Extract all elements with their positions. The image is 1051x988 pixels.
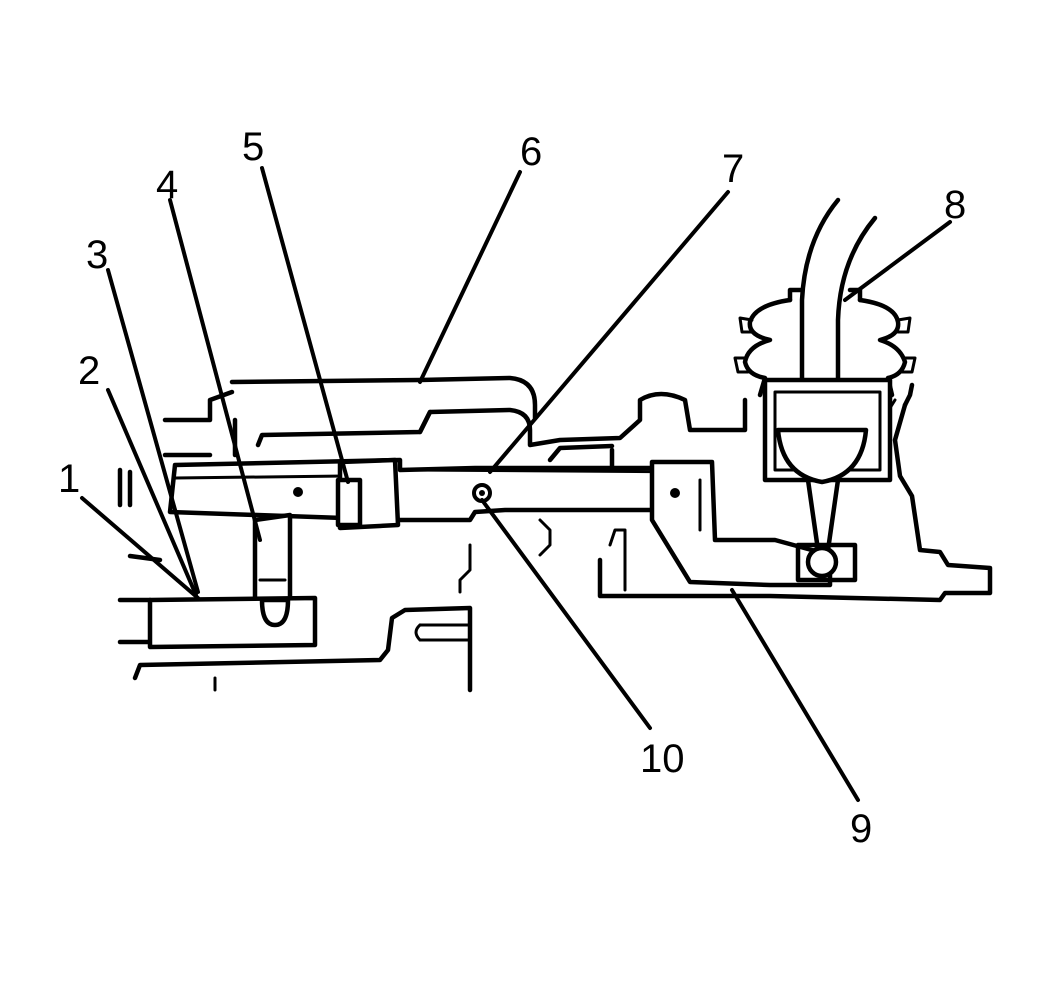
leader-8 bbox=[843, 220, 952, 302]
detent-lever-assembly bbox=[147, 512, 318, 650]
callout-1: 1 bbox=[58, 457, 80, 501]
callout-leaders bbox=[80, 166, 952, 802]
shift-cable-boot bbox=[733, 197, 917, 583]
retaining-clip bbox=[335, 457, 401, 531]
callout-7: 7 bbox=[722, 147, 744, 191]
callout-5: 5 bbox=[242, 125, 264, 169]
shift-shaft bbox=[167, 457, 703, 523]
callout-4: 4 bbox=[156, 163, 178, 207]
leader-6 bbox=[418, 170, 522, 384]
leader-7 bbox=[488, 190, 730, 474]
leader-3 bbox=[106, 268, 200, 594]
leader-5 bbox=[260, 166, 350, 484]
callout-labels: 1 2 3 4 5 6 7 8 9 10 bbox=[58, 125, 966, 851]
callout-2: 2 bbox=[78, 349, 100, 393]
callout-10: 10 bbox=[640, 737, 685, 781]
leader-2 bbox=[106, 388, 198, 597]
leader-9 bbox=[730, 588, 860, 802]
leader-1 bbox=[80, 496, 200, 600]
leader-10 bbox=[480, 498, 652, 730]
callout-9: 9 bbox=[850, 807, 872, 851]
callout-6: 6 bbox=[520, 130, 542, 174]
leader-4 bbox=[168, 198, 262, 542]
callout-3: 3 bbox=[86, 233, 108, 277]
callout-8: 8 bbox=[944, 183, 966, 227]
transmission-case-outline bbox=[117, 375, 993, 693]
